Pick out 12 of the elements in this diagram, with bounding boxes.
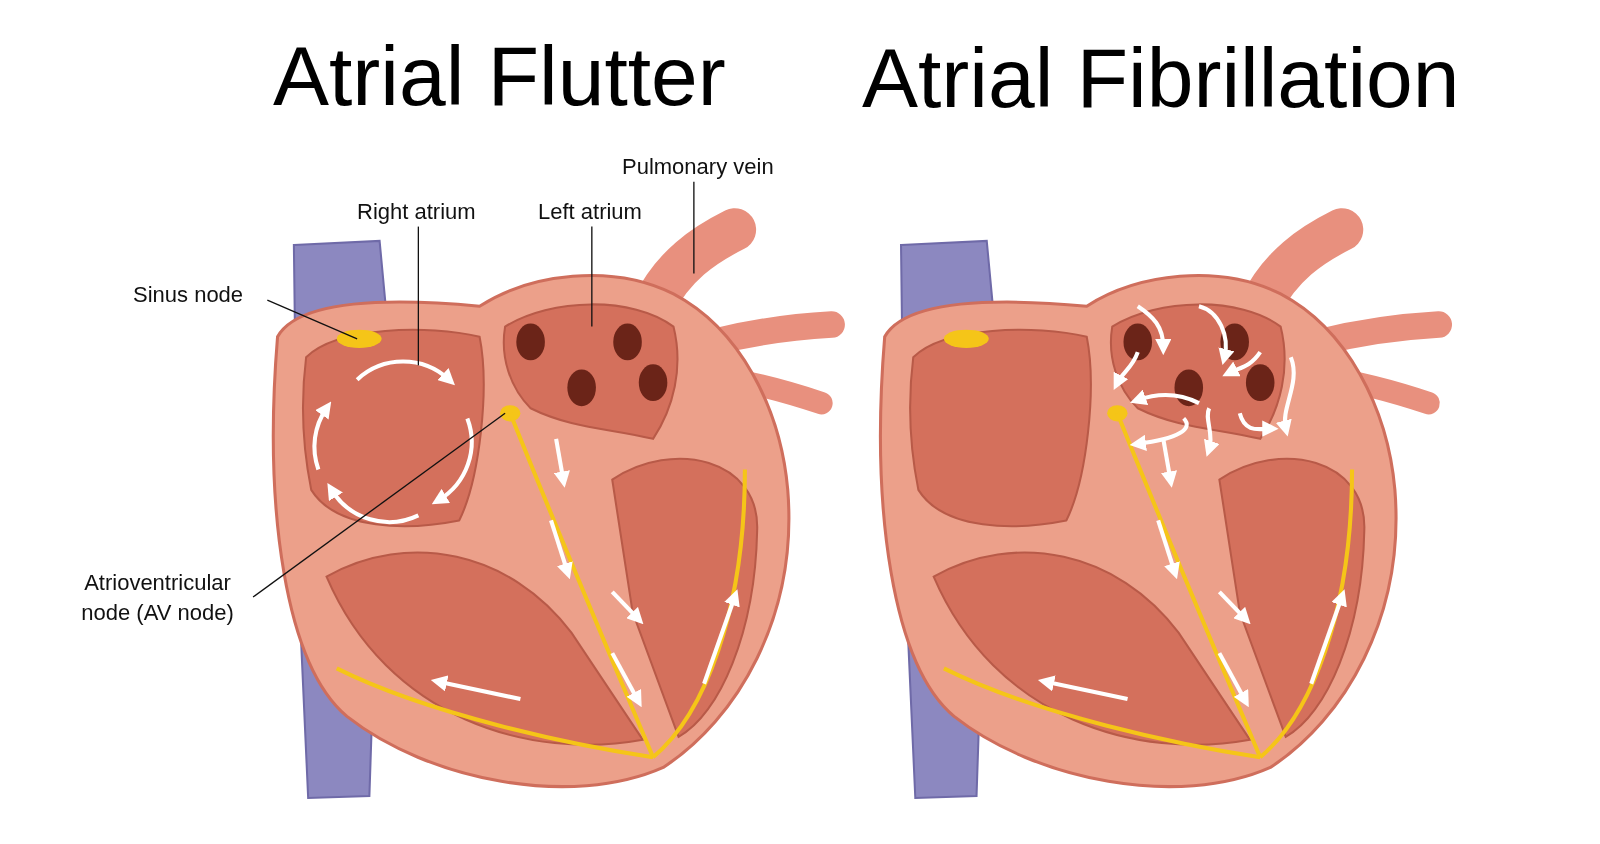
leader-line: [266, 299, 358, 340]
leader-line: [693, 181, 695, 275]
leader-line: [417, 225, 420, 367]
leader-line: [252, 412, 506, 598]
part-label: Left atrium: [538, 197, 642, 227]
part-label: Atrioventricular node (AV node): [60, 568, 255, 628]
heading: Atrial Flutter: [273, 28, 726, 124]
leader-line: [591, 225, 593, 328]
part-label: Right atrium: [357, 197, 476, 227]
part-label: Pulmonary vein: [622, 152, 774, 182]
heading: Atrial Fibrillation: [862, 30, 1460, 126]
part-label: Sinus node: [133, 280, 244, 310]
